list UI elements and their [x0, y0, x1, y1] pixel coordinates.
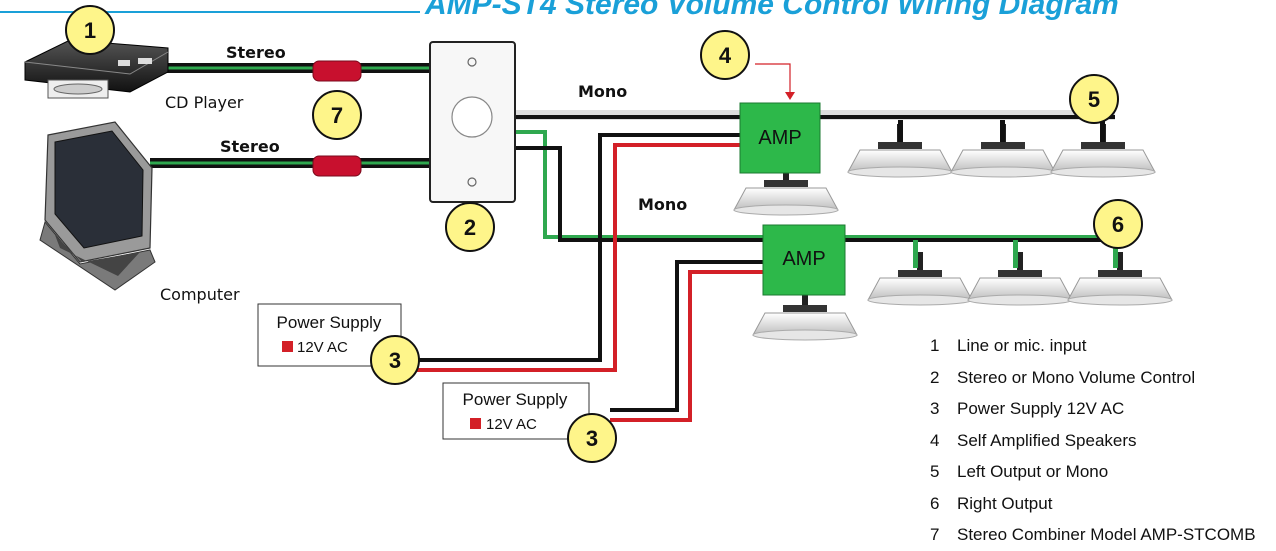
- svg-text:4: 4: [719, 43, 732, 68]
- badge-4: 4: [700, 30, 750, 80]
- computer-label: Computer: [160, 285, 240, 304]
- amp-top-label: AMP: [758, 127, 801, 149]
- badge-7: 7: [312, 90, 362, 140]
- ps1-red-wire: [415, 143, 740, 372]
- badge-6: 6: [1093, 199, 1143, 249]
- power-supply-1-title: Power Supply: [277, 313, 382, 332]
- stereo-label-top: Stereo: [226, 43, 286, 62]
- svg-text:3: 3: [586, 426, 598, 451]
- badge-3b: 3: [567, 413, 617, 463]
- svg-text:5: 5: [1088, 87, 1100, 112]
- stereo-combiner-bottom: [312, 155, 362, 177]
- power-supply-2-title: Power Supply: [463, 390, 568, 409]
- stereo-combiner-top: [312, 60, 362, 82]
- stereo-label-bottom: Stereo: [220, 137, 280, 156]
- computer-device: [39, 121, 156, 291]
- amp-bottom-label: AMP: [782, 248, 825, 270]
- power-supply-1-voltage: 12V AC: [297, 339, 348, 356]
- volume-knob: [451, 96, 493, 138]
- ps2-red-wire: [610, 270, 763, 422]
- power-supply-1: Power Supply 12V AC: [257, 303, 402, 367]
- amp-top: [739, 102, 821, 174]
- cd-player-label: CD Player: [165, 93, 244, 112]
- power-indicator-icon: [282, 341, 293, 352]
- svg-text:7: 7: [331, 103, 343, 128]
- wiring-diagram: AMP-ST4 Stereo Volume Control Wiring Dia…: [0, 0, 1173, 463]
- badge-1: 1: [65, 5, 115, 55]
- power-indicator-icon: [470, 418, 481, 429]
- amp-bottom: [762, 224, 846, 296]
- svg-text:6: 6: [1112, 212, 1124, 237]
- volume-control-plate: [429, 41, 516, 203]
- cd-player-device: [24, 39, 169, 99]
- badge-2: 2: [445, 202, 495, 252]
- badge-3a: 3: [370, 335, 420, 385]
- power-supply-2-voltage: 12V AC: [486, 416, 537, 433]
- badge-5: 5: [1069, 74, 1119, 124]
- speaker-right-2: [967, 251, 1073, 306]
- mono-label-bottom: Mono: [638, 195, 687, 214]
- power-supply-2: Power Supply 12V AC: [442, 382, 590, 440]
- ps1-black-wire: [415, 133, 740, 362]
- svg-text:3: 3: [389, 348, 401, 373]
- amp-arrow: [755, 63, 791, 98]
- svg-text:1: 1: [84, 18, 96, 43]
- ps2-black-wire: [610, 260, 763, 412]
- speaker-right-1: [867, 251, 973, 306]
- svg-text:2: 2: [464, 215, 476, 240]
- speaker-right-3: [1067, 251, 1173, 306]
- mono-label-top: Mono: [578, 82, 627, 101]
- page-title: AMP-ST4 Stereo Volume Control Wiring Dia…: [424, 0, 1119, 21]
